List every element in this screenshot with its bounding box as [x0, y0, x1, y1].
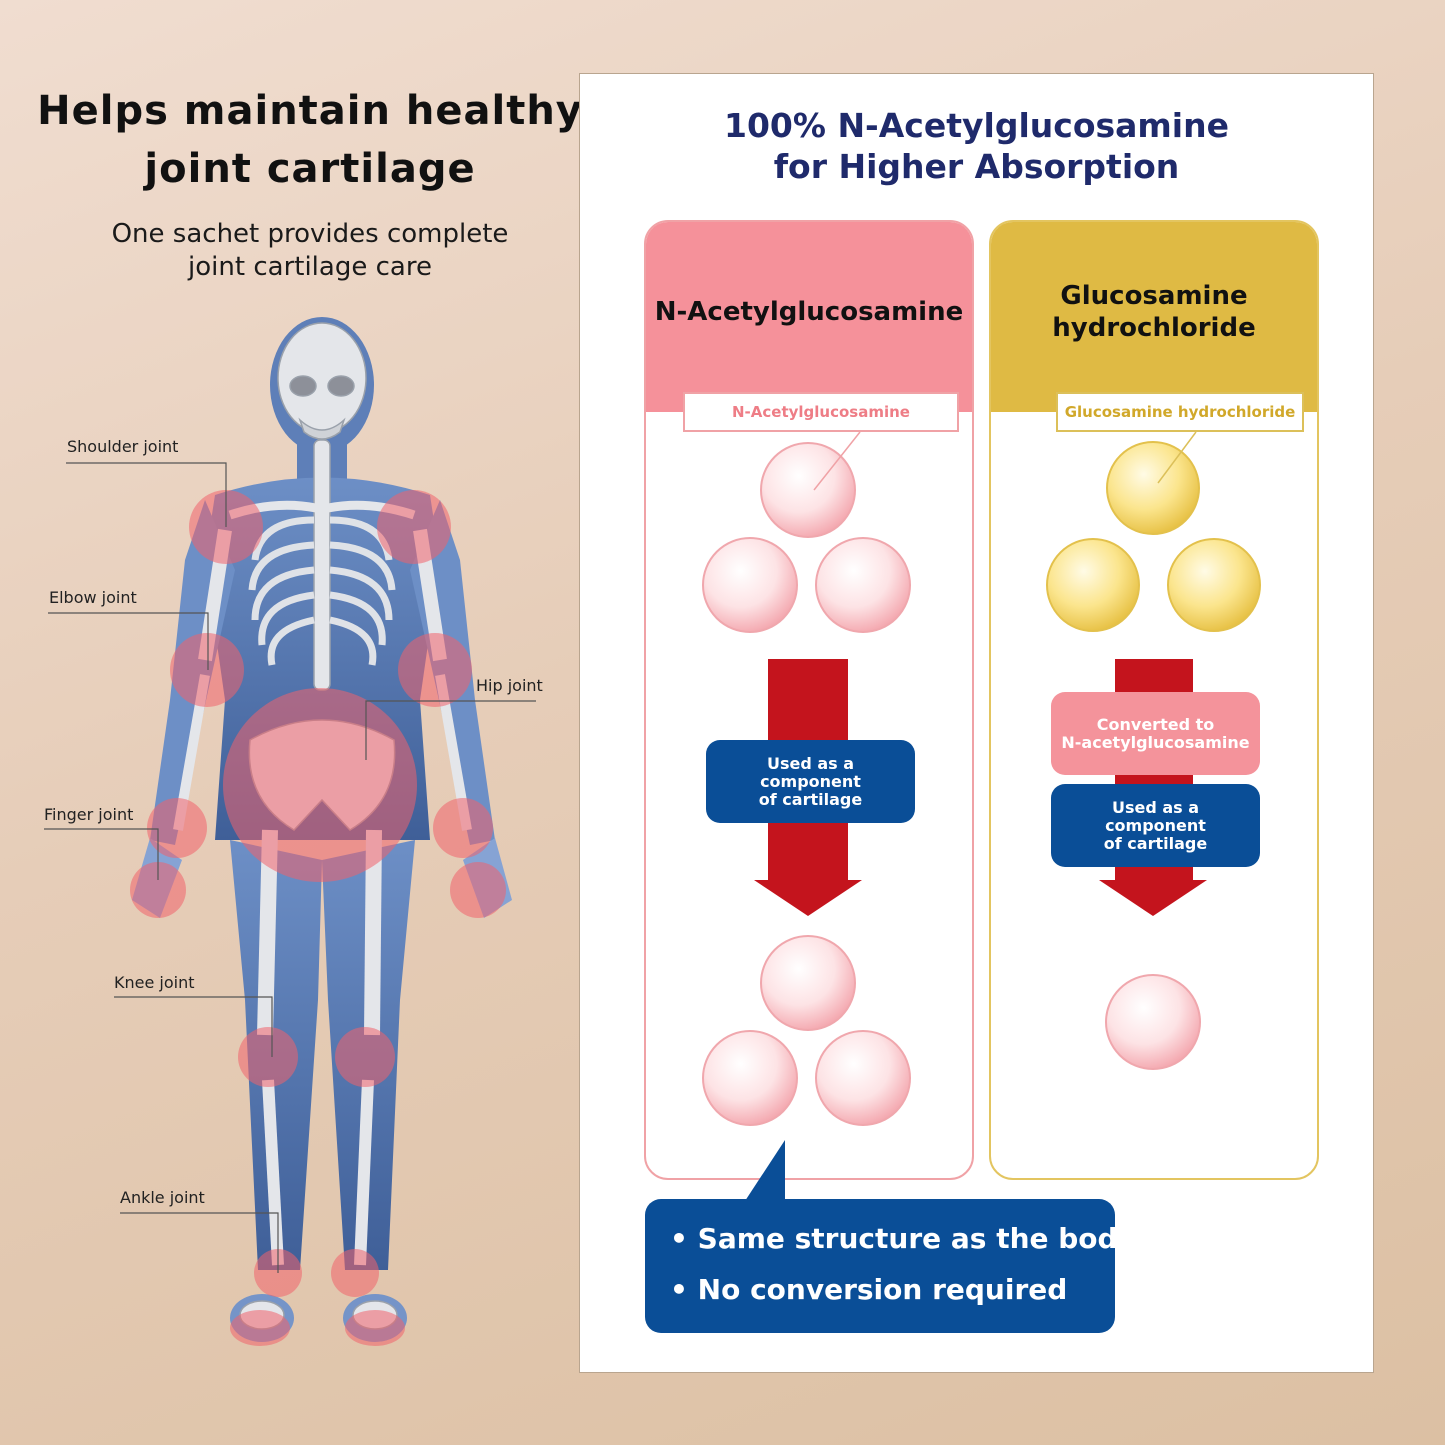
- finger-highlight-left: [147, 798, 207, 858]
- label-knee-joint: Knee joint: [114, 973, 195, 992]
- panel-title-line-2: for Higher Absorption: [773, 147, 1180, 186]
- label-ankle-joint: Ankle joint: [120, 1188, 205, 1207]
- column-title-gh: Glucosamine hydrochloride: [991, 280, 1317, 344]
- panel-title-line-1: 100% N-Acetylglucosamine: [724, 106, 1229, 145]
- molecule-tag-gh: Glucosamine hydrochloride: [1056, 392, 1304, 432]
- nag-use-pill-line-1: Used as a component: [760, 753, 861, 791]
- knee-highlight-left: [238, 1027, 298, 1087]
- column-n-acetylglucosamine: N-Acetylglucosamine: [644, 220, 974, 1180]
- foot-highlight-left: [230, 1310, 290, 1346]
- panel-title: 100% N-Acetylglucosamine for Higher Abso…: [579, 105, 1374, 187]
- gh-convert-pill: Converted to N-acetylglucosamine: [1051, 692, 1260, 775]
- hand-highlight-right: [450, 862, 506, 918]
- label-elbow-joint: Elbow joint: [49, 588, 137, 607]
- hip-highlight: [223, 688, 417, 882]
- column-header-nag: N-Acetylglucosamine: [646, 222, 972, 412]
- skeleton-illustration: [44, 317, 536, 1346]
- gh-convert-pill-line-1: Converted to: [1096, 714, 1215, 734]
- benefits-callout: [645, 1199, 1115, 1333]
- gh-use-pill: Used as a component of cartilage: [1051, 784, 1260, 867]
- callout-bullet-2-text: No conversion required: [697, 1273, 1068, 1306]
- subheadline-line-1: One sachet provides complete: [111, 219, 509, 249]
- gh-use-pill-line-2: of cartilage: [1103, 833, 1208, 853]
- ankle-highlight-right: [331, 1249, 379, 1297]
- label-shoulder-joint: Shoulder joint: [67, 437, 179, 456]
- headline-line-2: joint cartilage: [144, 146, 476, 192]
- knee-highlight-right: [335, 1027, 395, 1087]
- joint-highlights: [130, 490, 506, 1346]
- label-finger-joint: Finger joint: [44, 805, 134, 824]
- elbow-highlight-left: [170, 633, 244, 707]
- headline: Helps maintain healthy joint cartilage: [30, 82, 590, 198]
- gh-convert-pill-line-2: N-acetylglucosamine: [1061, 732, 1250, 752]
- subheadline-line-2: joint cartilage care: [188, 252, 432, 282]
- callout-bullet-1-text: Same structure as the body: [697, 1222, 1136, 1255]
- column-title-gh-line-1: Glucosamine: [1060, 281, 1248, 311]
- nag-use-pill: Used as a component of cartilage: [706, 740, 915, 823]
- shoulder-highlight-right: [377, 490, 451, 564]
- label-hip-joint: Hip joint: [476, 676, 543, 695]
- headline-line-1: Helps maintain healthy: [37, 88, 583, 134]
- column-title-nag: N-Acetylglucosamine: [654, 297, 964, 327]
- column-title-gh-line-2: hydrochloride: [1052, 313, 1256, 343]
- subheadline: One sachet provides complete joint carti…: [50, 218, 570, 284]
- foot-highlight-right: [345, 1310, 405, 1346]
- finger-highlight-right: [433, 798, 493, 858]
- hand-highlight-left: [130, 862, 186, 918]
- gh-use-pill-line-1: Used as a component: [1105, 797, 1206, 835]
- column-header-gh: Glucosamine hydrochloride: [991, 222, 1317, 412]
- nag-use-pill-line-2: of cartilage: [758, 789, 863, 809]
- molecule-tag-nag: N-Acetylglucosamine: [683, 392, 959, 432]
- label-leader-lines: [44, 462, 536, 1273]
- elbow-highlight-right: [398, 633, 472, 707]
- callout-bullet-1: • Same structure as the body: [670, 1222, 1136, 1255]
- callout-bullet-2: • No conversion required: [670, 1273, 1068, 1306]
